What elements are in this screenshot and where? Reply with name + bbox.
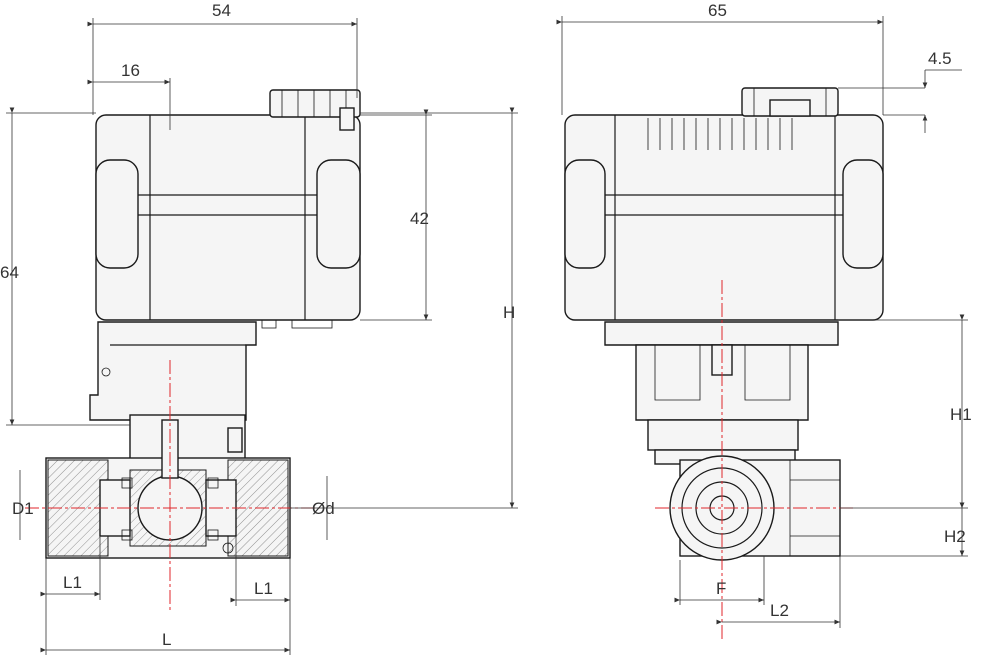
front-actuator (95, 89, 361, 329)
dim-label-54: 54 (212, 1, 231, 20)
dim-label-H1: H1 (950, 405, 972, 424)
side-actuator (564, 87, 884, 321)
front-dimension-lines (6, 18, 518, 655)
front-valve-body (45, 419, 291, 559)
dim-label-H2: H2 (944, 527, 966, 546)
front-bracket (89, 321, 257, 461)
dim-label-H: H (503, 303, 515, 322)
dim-label-L1-left: L1 (63, 573, 82, 592)
dim-label-L2: L2 (770, 601, 789, 620)
side-view: 65 4.5 H1 H2 F L2 (556, 1, 972, 640)
side-dimension-lines (556, 16, 968, 628)
dim-label-D1: D1 (12, 499, 34, 518)
dim-label-bore: Ød (312, 499, 335, 518)
dim-label-L1-right: L1 (254, 579, 273, 598)
dim-label-65: 65 (708, 1, 727, 20)
dim-label-F: F (716, 579, 726, 598)
front-view: 54 16 64 42 H D1 Ød L1 L1 L (0, 1, 518, 655)
dim-label-16: 16 (121, 61, 140, 80)
dim-label-64: 64 (0, 263, 19, 282)
dim-label-L: L (162, 630, 171, 649)
dim-label-4-5: 4.5 (928, 49, 952, 68)
dim-label-42: 42 (410, 209, 429, 228)
